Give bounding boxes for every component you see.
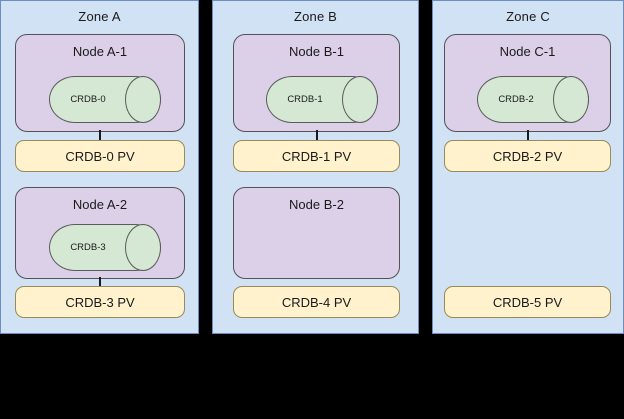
connector-crdb-2 (527, 130, 529, 141)
database-crdb-2[interactable]: CRDB-2 (477, 76, 589, 123)
pv-crdb-3-label: CRDB-3 PV (65, 294, 135, 310)
connector-crdb-3 (99, 277, 101, 287)
zone-c-title: Zone C (506, 9, 550, 24)
pv-crdb-5-label: CRDB-5 PV (492, 294, 563, 310)
database-crdb-1-label: CRDB-1 (287, 94, 323, 105)
pv-crdb-5[interactable]: CRDB-5 PV (444, 286, 611, 318)
pv-crdb-4-label: CRDB-4 PV (281, 294, 352, 310)
cylinder-cap-icon (125, 224, 161, 271)
node-a-2[interactable]: Node A-2 CRDB-3 (15, 187, 185, 279)
pv-crdb-2-label: CRDB-2 PV (492, 148, 563, 164)
database-crdb-0[interactable]: CRDB-0 (49, 76, 161, 123)
cylinder-cap-icon (342, 76, 378, 123)
node-c-1[interactable]: Node C-1 CRDB-2 (444, 34, 611, 132)
zone-b-title: Zone B (293, 9, 338, 24)
cylinder-cap-icon (553, 76, 589, 123)
pv-crdb-0[interactable]: CRDB-0 PV (15, 140, 185, 172)
pv-crdb-0-label: CRDB-0 PV (65, 148, 135, 164)
node-b-2[interactable]: Node B-2 (233, 187, 400, 279)
pv-crdb-4[interactable]: CRDB-4 PV (233, 286, 400, 318)
node-c-1-title: Node C-1 (499, 44, 556, 59)
database-crdb-0-label: CRDB-0 (70, 94, 106, 105)
node-b-1[interactable]: Node B-1 CRDB-1 (233, 34, 400, 132)
database-crdb-3-label: CRDB-3 (70, 242, 106, 253)
cylinder-cap-icon (125, 76, 161, 123)
zone-a[interactable]: Zone A Node A-1 CRDB-0 CRDB-0 PV Node A-… (0, 0, 199, 334)
pv-crdb-2[interactable]: CRDB-2 PV (444, 140, 611, 172)
database-crdb-3[interactable]: CRDB-3 (49, 224, 161, 271)
database-crdb-2-label: CRDB-2 (498, 94, 534, 105)
pv-crdb-1-label: CRDB-1 PV (281, 148, 352, 164)
pv-crdb-3[interactable]: CRDB-3 PV (15, 286, 185, 318)
connector-crdb-1 (316, 130, 318, 141)
node-b-2-title: Node B-2 (289, 197, 344, 212)
node-b-1-title: Node B-1 (289, 44, 344, 59)
connector-crdb-0 (99, 130, 101, 141)
node-a-2-title: Node A-2 (72, 197, 128, 212)
zone-b[interactable]: Zone B Node B-1 CRDB-1 CRDB-1 PV Node B-… (212, 0, 419, 334)
zone-c[interactable]: Zone C Node C-1 CRDB-2 CRDB-2 PV CRDB-5 … (432, 0, 624, 334)
node-a-1[interactable]: Node A-1 CRDB-0 (15, 34, 185, 132)
node-a-1-title: Node A-1 (72, 44, 128, 59)
pv-crdb-1[interactable]: CRDB-1 PV (233, 140, 400, 172)
zone-a-title: Zone A (78, 9, 121, 24)
database-crdb-1[interactable]: CRDB-1 (266, 76, 378, 123)
